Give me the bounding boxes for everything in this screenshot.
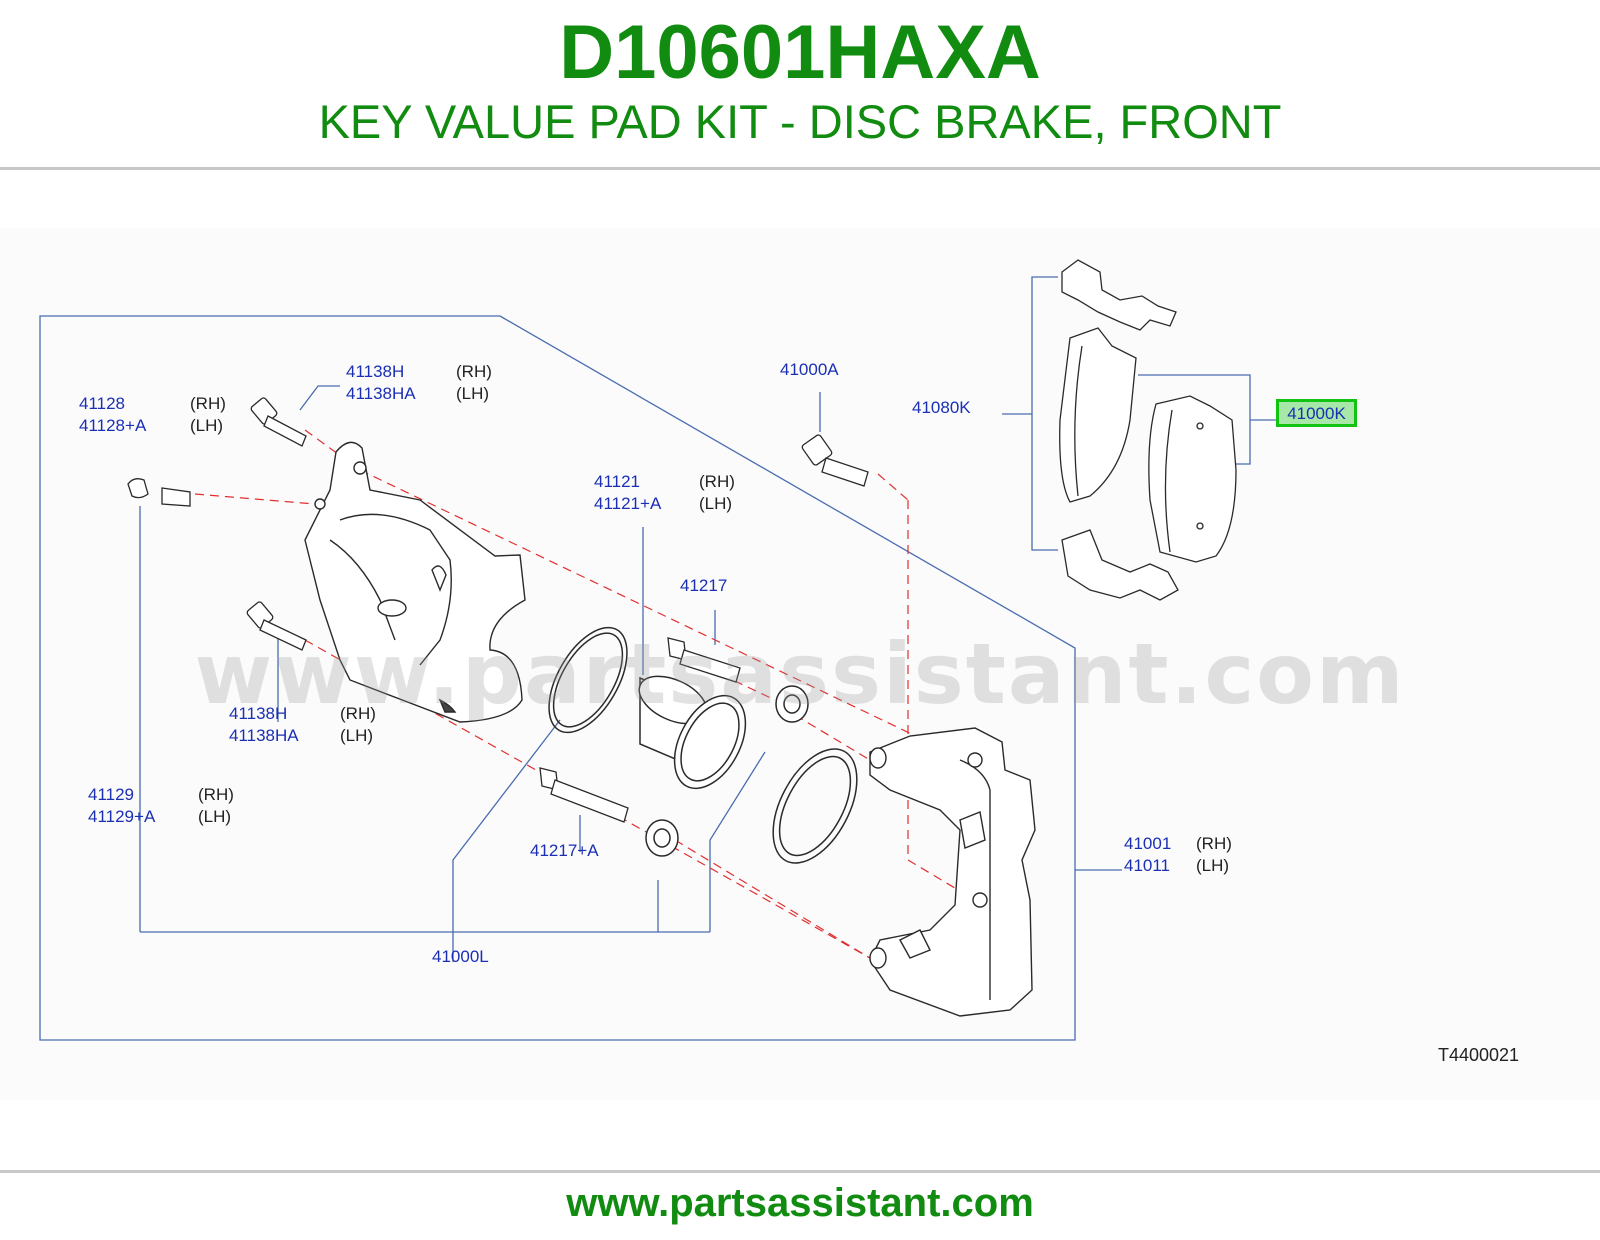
header-divider xyxy=(0,167,1600,170)
callout-41121-side: (RH) xyxy=(699,472,735,491)
watermark-text: www.partsassistant.com xyxy=(194,625,1406,723)
callout-41138ha-top[interactable]: 41138HA xyxy=(346,384,416,403)
callout-41011-side: (LH) xyxy=(1196,856,1230,875)
callout-41138h-top-side: (RH) xyxy=(456,362,492,381)
exploded-parts-diagram: www.partsassistant.com 41128 (RH) 41128+… xyxy=(0,170,1600,1170)
part-number-title: D10601HAXA xyxy=(559,10,1041,95)
part-description: KEY VALUE PAD KIT - DISC BRAKE, FRONT xyxy=(318,95,1282,148)
callout-41128a-side: (LH) xyxy=(190,416,224,435)
callout-41121a[interactable]: 41121+A xyxy=(594,494,662,513)
callout-41217a[interactable]: 41217+A xyxy=(530,841,599,860)
diagram-background xyxy=(0,228,1600,1100)
header: D10601HAXA KEY VALUE PAD KIT - DISC BRAK… xyxy=(0,0,1600,168)
diagram-artwork xyxy=(0,228,1600,1100)
callout-41138ha-bottom[interactable]: 41138HA xyxy=(229,726,299,745)
callout-41128a[interactable]: 41128+A xyxy=(79,416,147,435)
footer-website-link[interactable]: www.partsassistant.com xyxy=(566,1181,1034,1225)
footer-divider xyxy=(0,1170,1600,1173)
callout-41138h-bottom-side: (RH) xyxy=(340,704,376,723)
callout-41138h-bottom[interactable]: 41138H xyxy=(229,704,288,723)
callout-41121[interactable]: 41121 xyxy=(594,472,641,491)
callout-41138ha-top-side: (LH) xyxy=(456,384,490,403)
piston-seals xyxy=(548,626,858,864)
callout-41001[interactable]: 41001 xyxy=(1124,834,1172,853)
callout-41121a-side: (LH) xyxy=(699,494,733,513)
callout-41011[interactable]: 41011 xyxy=(1124,856,1171,875)
callout-41000l[interactable]: 41000L xyxy=(432,947,489,966)
callout-41001-side: (RH) xyxy=(1196,834,1232,853)
leader-lines xyxy=(139,276,1276,962)
callout-41217[interactable]: 41217 xyxy=(680,576,728,595)
callout-41129a-side: (LH) xyxy=(198,807,232,826)
callout-41129a[interactable]: 41129+A xyxy=(88,807,156,826)
callout-41138h-top[interactable]: 41138H xyxy=(346,362,405,381)
diagram-code: T4400021 xyxy=(1438,1045,1520,1065)
callout-41129[interactable]: 41129 xyxy=(88,785,135,804)
bolts xyxy=(127,397,869,823)
assembly-frame xyxy=(39,315,1076,1041)
pad-kit xyxy=(1059,259,1237,601)
callout-41138ha-bottom-side: (LH) xyxy=(340,726,374,745)
callout-41128-side: (RH) xyxy=(190,394,226,413)
callout-41129-side: (RH) xyxy=(198,785,234,804)
callout-41000a[interactable]: 41000A xyxy=(780,360,839,379)
caliper-bracket xyxy=(869,727,1036,1017)
caliper-body xyxy=(304,441,526,723)
callout-41128[interactable]: 41128 xyxy=(79,394,126,413)
highlighted-part-label: 41000K xyxy=(1287,404,1346,423)
highlighted-part-41000k[interactable]: 41000K xyxy=(1276,399,1357,427)
callout-41080k[interactable]: 41080K xyxy=(912,398,971,417)
